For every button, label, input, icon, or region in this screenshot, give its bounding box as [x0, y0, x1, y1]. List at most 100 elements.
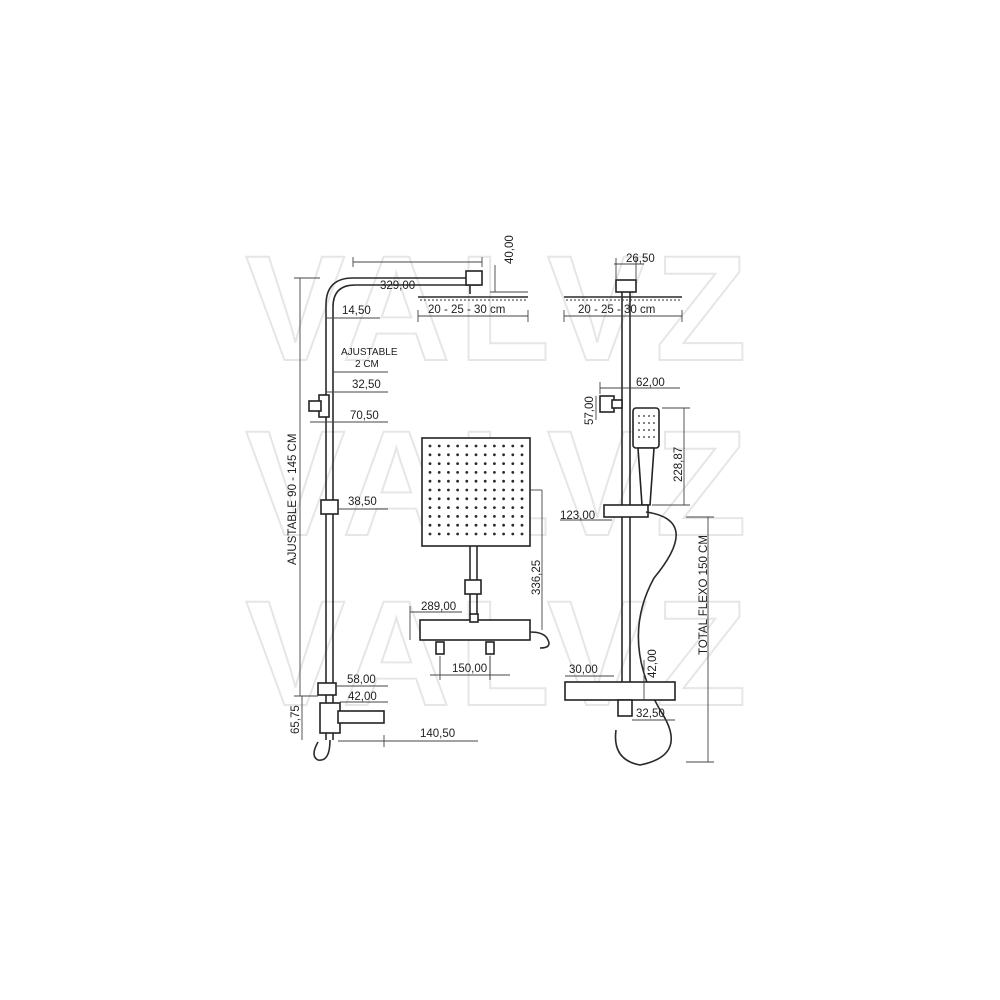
nozzle-dot	[511, 532, 515, 536]
nozzle-dot	[437, 506, 441, 509]
nozzle-dot	[483, 488, 487, 492]
front-holder	[603, 504, 649, 518]
nozzle-dot	[520, 515, 524, 518]
nozzle-dot	[511, 515, 515, 518]
nozzle-dot	[437, 453, 441, 457]
nozzle-dot	[465, 515, 469, 518]
nozzle-dot	[520, 488, 524, 492]
nozzle-dot	[428, 444, 432, 448]
nozzle-dot	[483, 515, 487, 518]
nozzle-dot	[502, 479, 505, 483]
nozzle-dot	[447, 488, 450, 492]
nozzle-dot	[493, 462, 496, 465]
nozzle-dot	[456, 497, 459, 501]
nozzle-dot	[502, 462, 505, 465]
handshower-nozzle-dot	[648, 415, 650, 417]
side-head-connector	[465, 270, 483, 286]
center-inlet-right	[485, 641, 495, 655]
front-view: 26,50 20 - 25 - 30 cm 62,00 57,00 228,87…	[560, 253, 714, 766]
nozzle-dot	[474, 532, 478, 536]
nozzle-dot	[474, 479, 478, 483]
nozzle-dot	[520, 453, 524, 457]
label-adjust-height: AJUSTABLE 90 - 145 CM	[287, 434, 299, 565]
nozzle-dot	[465, 488, 469, 492]
nozzle-dot	[437, 532, 441, 536]
center-column-bracket	[464, 579, 482, 595]
handshower-nozzle-dot	[648, 436, 650, 438]
nozzle-dot	[428, 488, 432, 492]
nozzle-dot	[520, 532, 524, 536]
nozzle-dot	[437, 515, 441, 518]
center-inlet-left	[435, 641, 445, 655]
nozzle-dot	[447, 471, 450, 474]
nozzle-dot	[511, 462, 515, 465]
nozzle-dot	[520, 506, 524, 509]
label-150: 150,00	[452, 663, 487, 675]
handshower-nozzle-dot	[638, 429, 640, 431]
label-336-25: 336,25	[531, 560, 543, 595]
nozzle-dot	[493, 488, 496, 492]
label-289: 289,00	[421, 601, 456, 613]
watermark-text-1: VALVZ	[245, 224, 754, 392]
nozzle-dot	[483, 532, 487, 536]
label-total-flexo: TOTAL FLEXO 150 CM	[698, 535, 710, 655]
nozzle-dot	[428, 515, 432, 518]
handshower-nozzle-dot	[653, 415, 655, 417]
nozzle-dot	[493, 506, 496, 509]
nozzle-dot	[511, 506, 515, 509]
nozzle-dot	[483, 506, 487, 509]
handshower-nozzle-dot	[643, 415, 645, 417]
nozzle-dot	[428, 532, 432, 536]
nozzle-dot	[456, 471, 459, 474]
side-valve-body	[319, 702, 341, 734]
nozzle-dot	[428, 497, 432, 501]
handshower-nozzle-dot	[653, 422, 655, 424]
nozzle-dot	[483, 453, 487, 457]
nozzle-dot	[511, 444, 515, 448]
nozzle-dot	[456, 515, 459, 518]
nozzle-dot	[447, 523, 450, 527]
nozzle-dot	[493, 479, 496, 483]
front-valve-body	[564, 681, 676, 701]
nozzle-dot	[447, 462, 450, 465]
nozzle-dot	[465, 506, 469, 509]
nozzle-dot	[465, 532, 469, 536]
label-head-sizes-side: 20 - 25 - 30 cm	[428, 304, 505, 316]
label-30: 30,00	[569, 664, 598, 676]
label-329: 329,00	[380, 280, 415, 292]
nozzle-dot	[483, 444, 487, 448]
handshower-nozzle-dot	[653, 436, 655, 438]
nozzle-dot	[493, 532, 496, 536]
front-outlet	[617, 699, 633, 717]
nozzle-dot	[474, 523, 478, 527]
nozzle-dot	[437, 471, 441, 474]
handshower-nozzle-dot	[643, 429, 645, 431]
handshower-nozzle-dot	[643, 436, 645, 438]
front-head-connector	[615, 279, 637, 293]
side-view: 329,00 40,00 20 - 25 - 30 cm 14,50 AJUST…	[287, 235, 529, 761]
front-handshower-handle	[637, 447, 655, 506]
nozzle-dot	[474, 515, 478, 518]
nozzle-dot	[502, 523, 505, 527]
side-slider	[320, 499, 339, 515]
nozzle-dot	[483, 471, 487, 474]
handshower-nozzle-dot	[653, 429, 655, 431]
handshower-nozzle-dot	[638, 436, 640, 438]
nozzle-dot	[483, 479, 487, 483]
nozzle-dot	[465, 453, 469, 457]
nozzle-dot	[428, 479, 432, 483]
label-42-side: 42,00	[348, 691, 377, 703]
nozzle-dot	[428, 471, 432, 474]
nozzle-dot	[456, 444, 459, 448]
nozzle-dot	[520, 479, 524, 483]
nozzle-dot	[474, 444, 478, 448]
nozzle-dot	[447, 479, 450, 483]
nozzle-dot	[437, 444, 441, 448]
nozzle-dot	[474, 462, 478, 465]
nozzle-dot	[502, 497, 505, 501]
front-handshower-nozzles	[638, 415, 655, 438]
label-42-front: 42,00	[647, 649, 659, 678]
nozzle-dot	[465, 479, 469, 483]
side-valve-top	[317, 682, 337, 696]
